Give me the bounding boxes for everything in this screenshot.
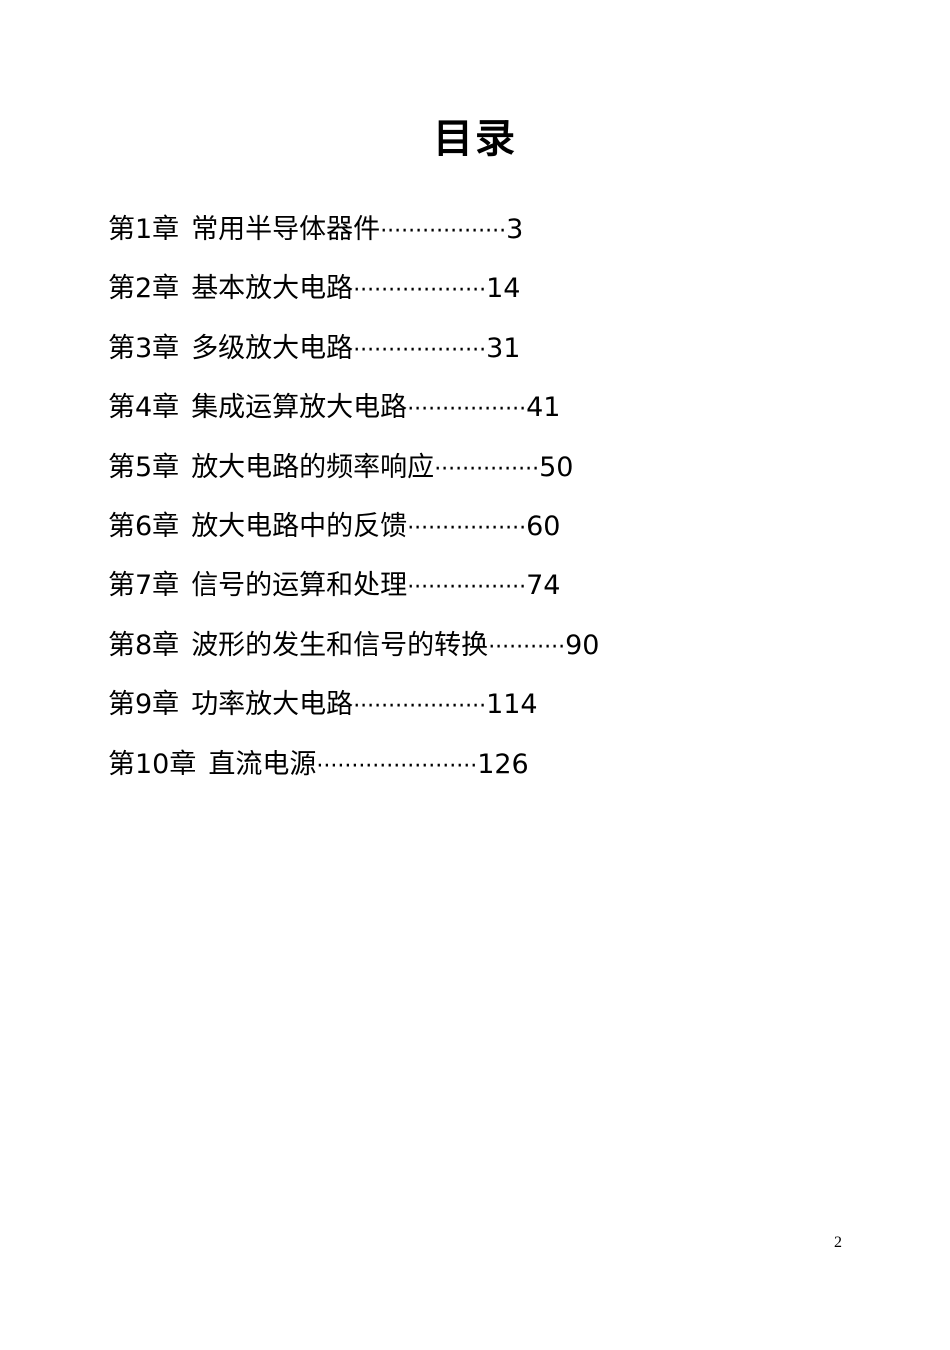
toc-page-number: 50	[539, 451, 574, 483]
table-of-contents: 第1章常用半导体器件··················3 第2章基本放大电路·…	[108, 206, 599, 800]
toc-leader: ·················	[407, 397, 527, 423]
toc-chapter-label: 第6章	[108, 510, 180, 542]
toc-chapter-title: 放大电路的频率响应	[191, 451, 435, 483]
toc-entry-10[interactable]: 第10章直流电源·······················126	[108, 741, 599, 800]
toc-entry-2[interactable]: 第2章基本放大电路···················14	[108, 265, 599, 324]
toc-entry-9[interactable]: 第9章功率放大电路···················114	[108, 681, 599, 740]
toc-leader: ··················	[380, 219, 507, 244]
toc-page-number: 90	[565, 629, 600, 661]
toc-chapter-title: 多级放大电路	[191, 332, 354, 364]
toc-chapter-label: 第2章	[108, 273, 180, 305]
toc-chapter-label: 第9章	[108, 689, 180, 721]
toc-page-number: 14	[486, 273, 521, 305]
toc-entry-5[interactable]: 第5章放大电路的频率响应···············50	[108, 444, 599, 503]
toc-chapter-title: 基本放大电路	[191, 273, 354, 305]
toc-chapter-label: 第1章	[108, 214, 180, 245]
toc-page-number: 3	[506, 214, 524, 245]
toc-chapter-label: 第4章	[108, 392, 180, 424]
toc-leader: ···············	[434, 456, 540, 482]
toc-leader: ···················	[353, 694, 487, 720]
toc-page-number: 31	[486, 332, 521, 364]
toc-entry-8[interactable]: 第8章波形的发生和信号的转换···········90	[108, 622, 599, 681]
toc-chapter-title: 集成运算放大电路	[191, 392, 408, 424]
toc-page-number: 60	[526, 510, 561, 542]
toc-chapter-label: 第8章	[108, 629, 180, 661]
toc-page-number: 126	[477, 748, 529, 780]
page-title: 目录	[433, 115, 517, 162]
toc-entry-7[interactable]: 第7章信号的运算和处理·················74	[108, 562, 599, 621]
toc-chapter-label: 第7章	[108, 570, 180, 602]
toc-leader: ·······················	[316, 753, 478, 779]
toc-chapter-label: 第3章	[108, 332, 180, 364]
toc-entry-1[interactable]: 第1章常用半导体器件··················3	[108, 206, 599, 265]
toc-leader: ···················	[353, 278, 487, 304]
toc-entry-3[interactable]: 第3章多级放大电路···················31	[108, 325, 599, 384]
toc-leader: ···················	[353, 337, 487, 363]
page-number: 2	[834, 1234, 842, 1251]
toc-leader: ·················	[407, 515, 527, 541]
toc-chapter-title: 信号的运算和处理	[191, 570, 408, 602]
toc-chapter-label: 第10章	[108, 748, 197, 780]
toc-chapter-title: 放大电路中的反馈	[191, 510, 408, 542]
toc-leader: ·················	[407, 575, 527, 601]
toc-page-number: 74	[526, 570, 561, 602]
toc-chapter-label: 第5章	[108, 451, 180, 483]
toc-entry-6[interactable]: 第6章放大电路中的反馈·················60	[108, 503, 599, 562]
toc-chapter-title: 常用半导体器件	[191, 214, 381, 245]
toc-leader: ···········	[488, 634, 566, 660]
toc-entry-4[interactable]: 第4章集成运算放大电路·················41	[108, 384, 599, 443]
toc-chapter-title: 直流电源	[208, 748, 317, 780]
toc-page-number: 41	[526, 392, 561, 424]
toc-chapter-title: 波形的发生和信号的转换	[191, 629, 489, 661]
toc-page-number: 114	[486, 689, 538, 721]
toc-chapter-title: 功率放大电路	[191, 689, 354, 721]
